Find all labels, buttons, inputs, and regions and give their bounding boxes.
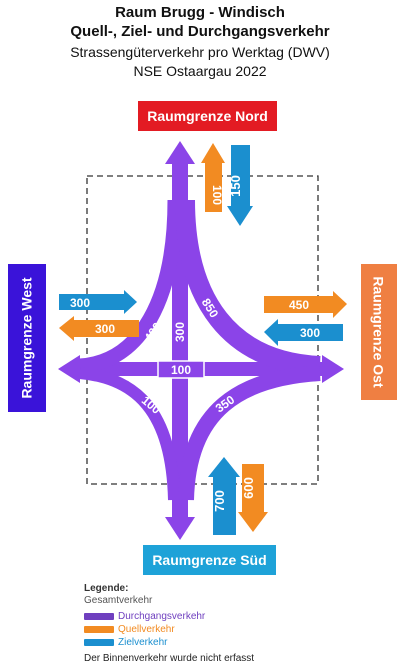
boundary-nord-label: Raumgrenze Nord — [147, 108, 268, 124]
legend-ziel-swatch — [84, 639, 114, 646]
curve-north-west — [79, 199, 183, 374]
legend-ziel: Zielverkehr — [84, 637, 167, 648]
boundary-west-label: Raumgrenze West — [19, 277, 36, 399]
title-line-2: Quell-, Ziel- und Durchgangsverkehr — [70, 23, 330, 40]
legend-durchgang: Durchgangsverkehr — [84, 611, 205, 622]
west-quell-arrow: 300 — [59, 316, 139, 341]
label-sued-quell: 600 — [241, 477, 256, 499]
legend-quell: Quellverkehr — [84, 624, 175, 635]
label-west-quell: 300 — [95, 322, 115, 336]
label-ost-quell: 450 — [289, 298, 309, 312]
label-through-we: 100 — [171, 363, 191, 377]
legend-quell-label: Quellverkehr — [118, 624, 175, 635]
legend-quell-swatch — [84, 626, 114, 633]
ost-ziel-arrow: 300 — [264, 319, 343, 346]
curve-south-east — [178, 365, 321, 501]
boundary-nord: Raumgrenze Nord — [138, 101, 277, 131]
label-nord-ziel: 150 — [228, 175, 243, 197]
nord-ziel-arrow: 150 — [227, 145, 253, 226]
west-ziel-arrow: 300 — [59, 290, 137, 314]
legend-title: Legende: — [84, 583, 129, 594]
through-arrow-south — [165, 517, 195, 540]
label-ost-ziel: 300 — [300, 326, 320, 340]
boundary-ost: Raumgrenze Ost — [361, 264, 397, 400]
through-arrow-east — [322, 355, 344, 383]
through-curves — [79, 199, 321, 501]
label-nord-quell: 100 — [210, 185, 224, 205]
label-sued-ziel: 700 — [212, 490, 227, 512]
title-line-1: Raum Brugg - Windisch — [115, 4, 285, 21]
legend-note: Der Binnenverkehr wurde nicht erfasst — [84, 653, 255, 664]
label-through-ns: 300 — [173, 322, 187, 342]
through-arrow-west — [58, 355, 80, 383]
sued-ziel-arrow: 700 — [208, 457, 240, 535]
boundary-west: Raumgrenze West — [8, 264, 46, 412]
boundary-sued: Raumgrenze Süd — [143, 545, 276, 575]
boundary-sued-label: Raumgrenze Süd — [152, 552, 267, 568]
legend-durchgang-swatch — [84, 613, 114, 620]
label-west-ziel: 300 — [70, 296, 90, 310]
title-line-4: NSE Ostaargau 2022 — [133, 63, 267, 79]
nord-quell-arrow: 100 — [201, 143, 225, 212]
curve-south-west — [79, 367, 180, 501]
through-we-label-box — [157, 360, 205, 379]
legend-gesamt: Gesamtverkehr — [84, 595, 153, 606]
title-line-3: Strassengüterverkehr pro Werktag (DWV) — [70, 44, 330, 60]
legend-ziel-label: Zielverkehr — [118, 637, 168, 648]
boundary-ost-label: Raumgrenze Ost — [371, 276, 387, 388]
legend-durchgang-label: Durchgangsverkehr — [118, 611, 206, 622]
ost-quell-arrow: 450 — [264, 291, 347, 318]
curve-north-east — [175, 199, 321, 376]
through-arrow-north — [165, 141, 195, 164]
sued-quell-arrow: 600 — [238, 464, 268, 532]
